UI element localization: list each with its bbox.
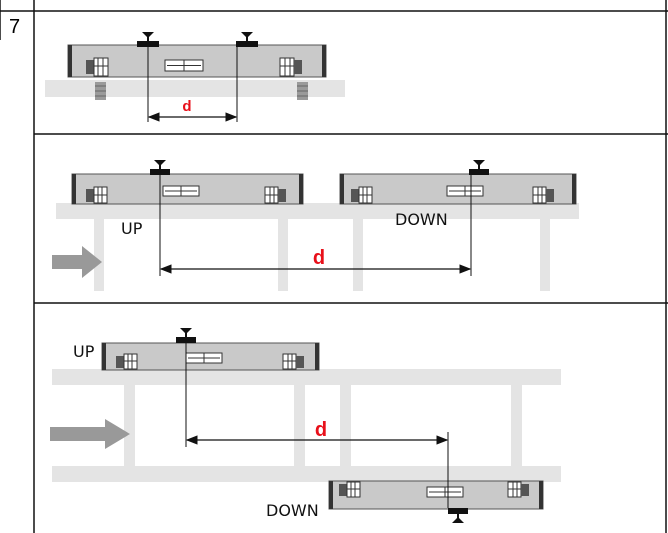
- pipe-bottom: [52, 466, 561, 482]
- scale-window-icon: [185, 352, 223, 364]
- support-post: [353, 219, 363, 291]
- downstream-label: DOWN: [266, 501, 319, 520]
- downstream-label: DOWN: [395, 210, 448, 229]
- pipe: [56, 203, 579, 219]
- scale-window-icon: [162, 185, 200, 197]
- scale-window-icon: [426, 486, 464, 498]
- support-post: [540, 219, 550, 291]
- clamp-left-icon: [116, 353, 138, 370]
- transducer-head-b-icon: [236, 32, 258, 47]
- scale-window-icon: [164, 59, 204, 72]
- clamp-left-icon: [351, 186, 373, 204]
- support-post: [340, 369, 351, 481]
- transducer-head-down-icon: [448, 508, 468, 523]
- transducer-head-down-icon: [469, 160, 489, 175]
- clamp-right-icon: [507, 481, 529, 498]
- flow-direction-arrow-icon: [52, 246, 102, 278]
- support-post: [94, 219, 104, 291]
- flow-direction-arrow-icon: [50, 419, 130, 449]
- support-post: [278, 219, 288, 291]
- transducer-head-up-icon: [176, 328, 196, 343]
- dimension-label: d: [313, 247, 325, 269]
- clamp-right-icon: [264, 186, 286, 204]
- clamp-right-icon: [279, 57, 302, 77]
- panel-opposite-side: d UP DOWN: [50, 328, 561, 523]
- transducer-head-a-icon: [137, 32, 159, 47]
- upstream-label: UP: [73, 342, 95, 361]
- support-post: [511, 369, 522, 481]
- support-post: [294, 385, 305, 481]
- clamp-right-icon: [282, 353, 304, 370]
- clamp-left-icon: [86, 186, 108, 204]
- support-post: [124, 385, 135, 481]
- panel-same-side: d UP DOWN: [52, 160, 579, 291]
- panel-single-rail: d: [45, 32, 345, 122]
- pipe: [45, 80, 345, 97]
- pipe-top: [52, 369, 561, 385]
- upstream-label: UP: [121, 219, 143, 238]
- clamp-right-icon: [532, 186, 554, 204]
- dimension-label: d: [182, 98, 191, 115]
- dimension-label: d: [315, 419, 327, 441]
- clamp-left-icon: [339, 481, 361, 498]
- step-number: 7: [9, 16, 20, 38]
- clamp-left-icon: [86, 57, 109, 77]
- transducer-head-up-icon: [150, 160, 170, 175]
- scale-window-icon: [446, 185, 484, 197]
